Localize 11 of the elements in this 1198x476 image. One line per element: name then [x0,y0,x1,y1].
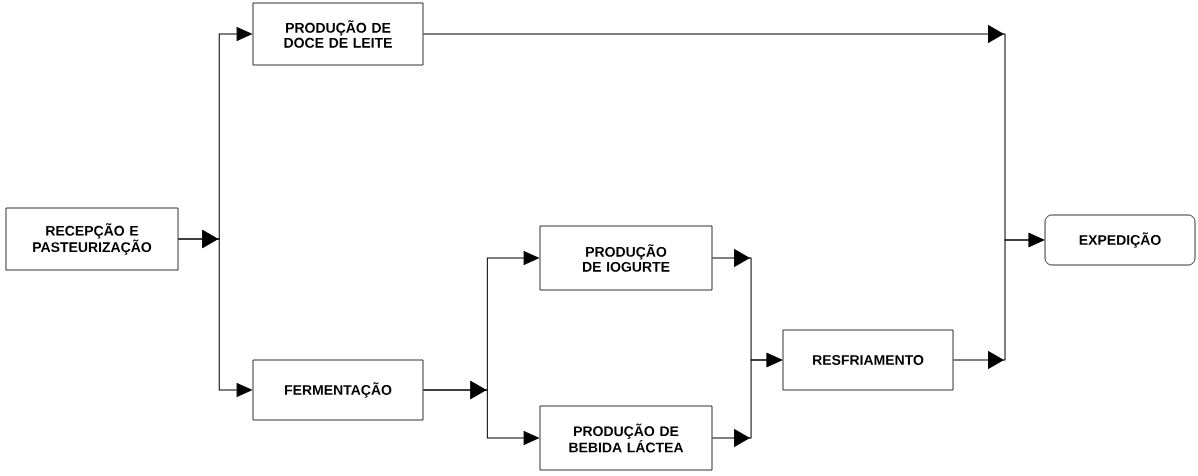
arrow [952,233,1044,370]
process-box: FERMENTAÇÃO [252,359,424,421]
process-box: RECEPÇÃO E PASTEURIZAÇÃO [5,207,179,271]
process-box: PRODUÇÃO DE DOCE DE LEITE [252,2,424,66]
process-box: RESFRIAMENTO [782,329,954,391]
process-box: PRODUÇÃO DE BEBIDA LÁCTEA [539,405,713,471]
arrow [177,229,252,397]
process-box: PRODUÇÃO DE IOGURTE [539,225,713,291]
arrow [711,353,782,448]
arrow [422,380,539,445]
terminal-box: EXPEDIÇÃO [1044,214,1196,266]
